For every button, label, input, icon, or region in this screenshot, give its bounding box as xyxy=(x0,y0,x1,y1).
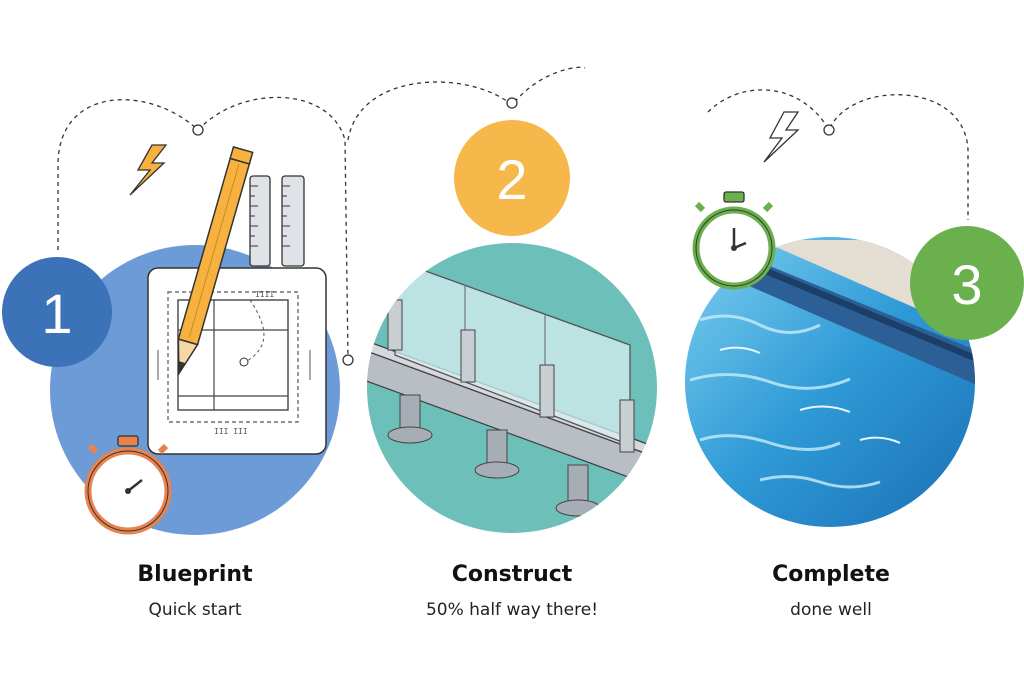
svg-text:IIII: IIII xyxy=(255,290,274,299)
ruler-icon xyxy=(249,175,305,267)
step-1-illustration: IIII III III 1 xyxy=(2,144,340,535)
step-1-subtitle: Quick start xyxy=(148,600,242,620)
step-2-number: 2 xyxy=(496,148,527,211)
connector-dot xyxy=(342,354,354,366)
svg-text:III III: III III xyxy=(214,427,248,436)
step-1-number: 1 xyxy=(41,282,72,345)
blueprint-sheet-icon: IIII III III xyxy=(147,267,327,455)
dashed-connector-path xyxy=(57,66,969,361)
step-1-title: Blueprint xyxy=(137,562,253,587)
stopwatch-icon xyxy=(692,191,776,290)
stopwatch-icon xyxy=(84,435,172,535)
step-2-badge xyxy=(454,120,570,236)
step-3-illustration: 3 xyxy=(685,111,1024,527)
step-3-badge xyxy=(910,226,1024,340)
lightning-bolt-icon xyxy=(763,111,800,163)
connector-dot xyxy=(506,97,518,109)
step-3-subtitle: done well xyxy=(790,600,872,620)
step-2-subtitle: 50% half way there! xyxy=(425,600,599,620)
connector-dot xyxy=(192,124,204,136)
step-3-title: Complete xyxy=(772,562,890,587)
connector-dot xyxy=(823,124,835,136)
pencil-icon xyxy=(177,145,254,377)
step-1-badge xyxy=(2,257,112,367)
step-2-title: Construct xyxy=(451,562,573,587)
step-3-number: 3 xyxy=(951,253,982,316)
lightning-bolt-icon xyxy=(129,144,168,196)
step-2-illustration: 2 xyxy=(367,120,657,533)
